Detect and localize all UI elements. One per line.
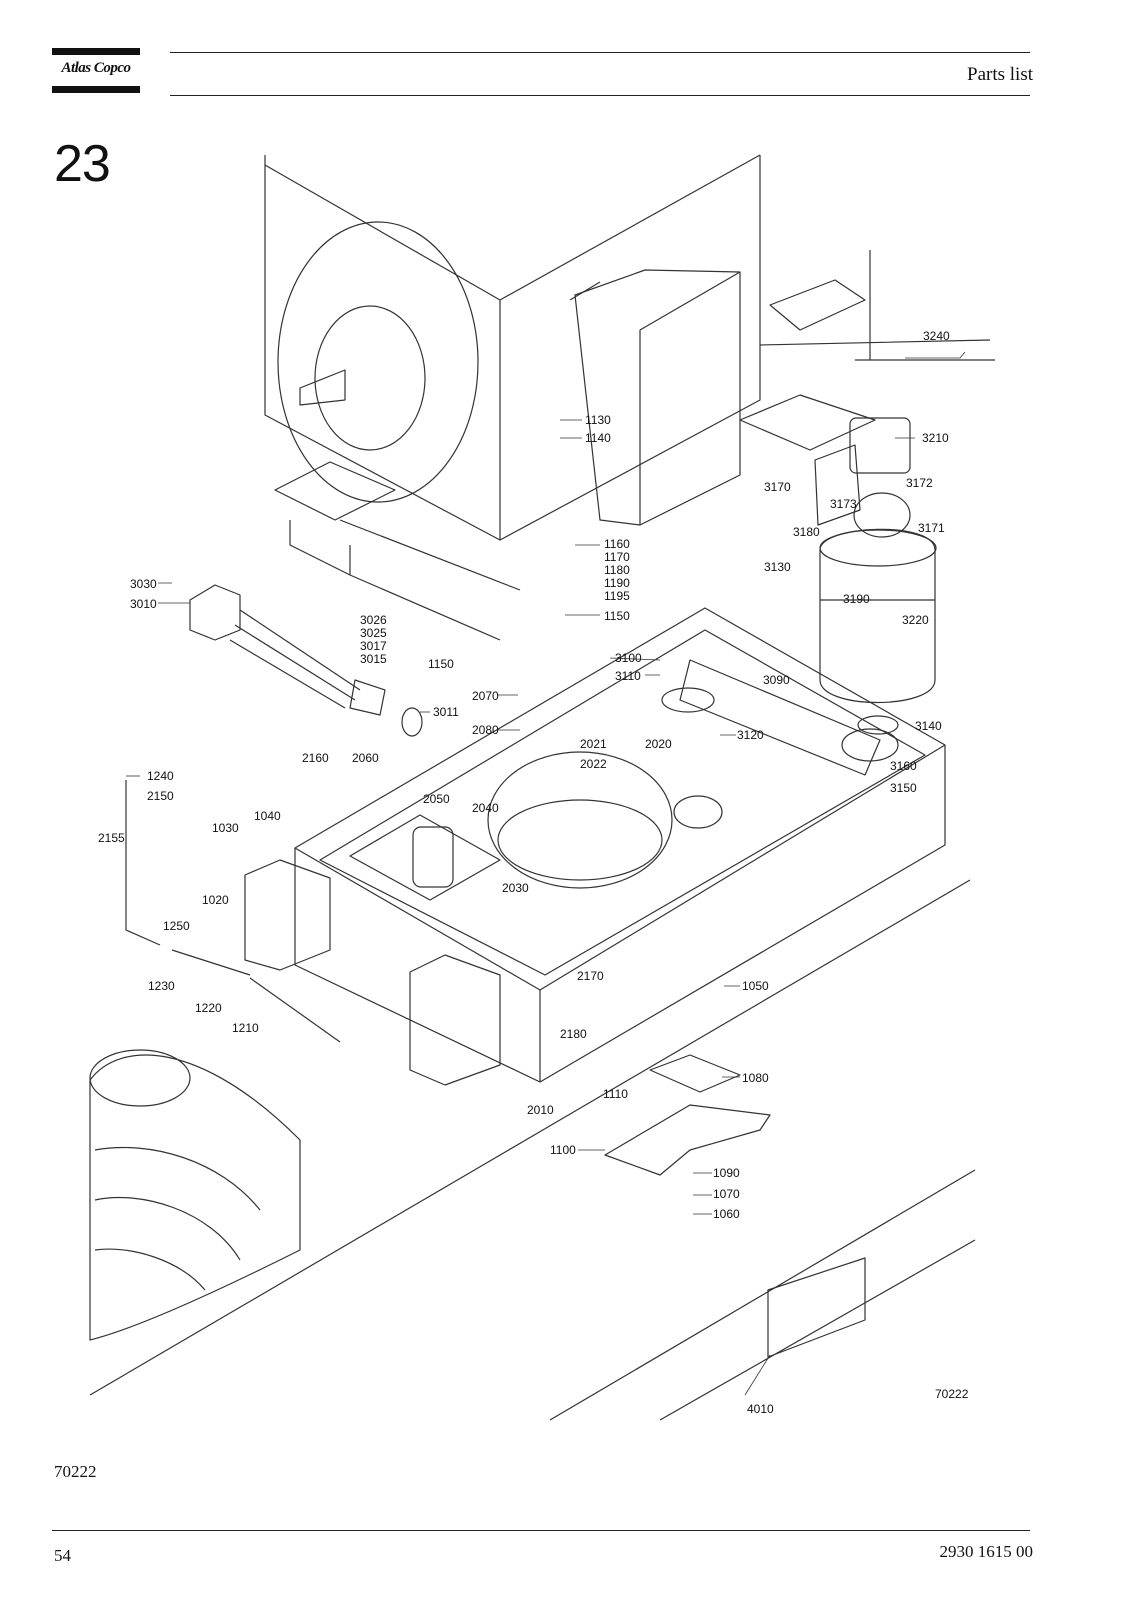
immersion-heater — [189, 584, 241, 641]
callout-2080: 2080 — [472, 723, 499, 737]
belt-guard — [574, 269, 741, 526]
callout-4010: 4010 — [747, 1402, 774, 1416]
callout-1170: 1170 — [604, 550, 630, 564]
footer-rule — [52, 1530, 1030, 1531]
callout-3026: 3026 — [360, 613, 387, 627]
callout-3171: 3171 — [918, 521, 945, 535]
figure-id: 70222 — [54, 1462, 97, 1481]
callout-1090: 1090 — [713, 1166, 740, 1180]
callout-1050: 1050 — [742, 979, 769, 993]
callout-3210: 3210 — [922, 431, 949, 445]
callout-3190: 3190 — [843, 592, 870, 606]
callout-2022: 2022 — [580, 757, 607, 771]
callout-3017: 3017 — [360, 639, 387, 653]
callout-3015: 3015 — [360, 652, 387, 666]
logo-bar-top — [52, 48, 140, 55]
callout-2021: 2021 — [580, 737, 607, 751]
tank-lid — [487, 751, 673, 889]
callout-3240: 3240 — [923, 329, 950, 343]
callout-3140: 3140 — [915, 719, 942, 733]
logo-brand-text: Atlas Copco — [61, 60, 131, 76]
lower-tank — [89, 1054, 301, 1341]
callout-3100: 3100 — [615, 651, 642, 665]
callout-2010: 2010 — [527, 1103, 554, 1117]
callout-1190: 1190 — [604, 576, 630, 590]
callout-3011: 3011 — [433, 705, 459, 719]
callout-1130: 1130 — [585, 413, 611, 427]
callout-1060: 1060 — [713, 1207, 740, 1221]
callout-1020: 1020 — [202, 893, 229, 907]
atlas-copco-logo: Atlas Copco — [52, 48, 140, 94]
callout-3030: 3030 — [130, 577, 157, 591]
callout-2050: 2050 — [423, 792, 450, 806]
logo-bar-bottom — [52, 86, 140, 93]
callout-2160: 2160 — [302, 751, 329, 765]
callout-1150: 1150 — [428, 657, 454, 671]
callout-2170: 2170 — [577, 969, 604, 983]
callout-3150: 3150 — [890, 781, 917, 795]
document-number: 2930 1615 00 — [939, 1542, 1034, 1561]
callout-1160: 1160 — [604, 537, 630, 551]
oil-tank — [294, 607, 946, 991]
callout-1180: 1180 — [604, 563, 630, 577]
callout-3170: 3170 — [764, 480, 791, 494]
callout-2020: 2020 — [645, 737, 672, 751]
callout-3010: 3010 — [130, 597, 157, 611]
callout-1240: 1240 — [147, 769, 174, 783]
callout-3160: 3160 — [890, 759, 917, 773]
callout-3180: 3180 — [793, 525, 820, 539]
callout-1210: 1210 — [232, 1021, 259, 1035]
callout-3025: 3025 — [360, 626, 387, 640]
callout-1220: 1220 — [195, 1001, 222, 1015]
machine-housing — [264, 155, 761, 541]
callout-1250: 1250 — [163, 919, 190, 933]
callout-3173: 3173 — [830, 497, 857, 511]
callout-2180: 2180 — [560, 1027, 587, 1041]
callout-2030: 2030 — [502, 881, 529, 895]
drawing-number: 70222 — [935, 1387, 969, 1401]
callout-3110: 3110 — [615, 669, 641, 683]
header-rule-bottom — [170, 95, 1030, 96]
page-number: 54 — [54, 1546, 71, 1565]
callout-3220: 3220 — [902, 613, 929, 627]
callout-2150: 2150 — [147, 789, 174, 803]
callout-1195: 1195 — [604, 589, 630, 603]
pipe — [679, 659, 881, 776]
header-rule-top — [170, 52, 1030, 53]
motor-body — [849, 417, 911, 474]
callout-1070: 1070 — [713, 1187, 740, 1201]
callout-3130: 3130 — [764, 560, 791, 574]
callout-1080: 1080 — [742, 1071, 769, 1085]
callout-3120: 3120 — [737, 728, 764, 742]
callout-1040: 1040 — [254, 809, 281, 823]
callout-1230: 1230 — [148, 979, 175, 993]
callout-2070: 2070 — [472, 689, 499, 703]
section-number: 23 — [54, 135, 111, 193]
callout-3172: 3172 — [906, 476, 933, 490]
pulley-wheel — [277, 221, 479, 503]
callout-1140: 1140 — [585, 431, 611, 445]
callout-1100: 1100 — [550, 1143, 576, 1157]
callout-1030: 1030 — [212, 821, 239, 835]
callout-1150: 1150 — [604, 609, 630, 623]
callout-3090: 3090 — [763, 673, 790, 687]
callout-1110: 1110 — [603, 1087, 628, 1101]
callout-2040: 2040 — [472, 801, 499, 815]
callout-2060: 2060 — [352, 751, 379, 765]
page-header-title: Parts list — [967, 64, 1033, 85]
callout-2155: 2155 — [98, 831, 125, 845]
